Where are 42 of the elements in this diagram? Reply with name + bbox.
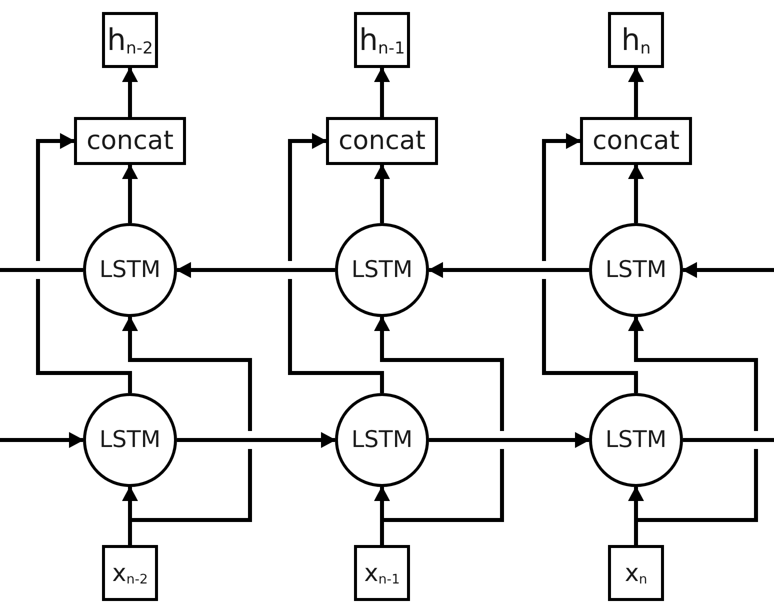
concat-box [74, 117, 186, 165]
arrow [122, 67, 138, 117]
arrow [0, 432, 84, 448]
input-box [102, 545, 158, 601]
node-label: concat [338, 126, 426, 156]
node-label: LSTM [605, 427, 667, 453]
arrow [374, 67, 390, 117]
node-label: LSTM [99, 427, 161, 453]
node-label: concat [592, 126, 680, 156]
node-label: LSTM [605, 257, 667, 283]
node-label: x$_{n-2}$ [112, 558, 148, 588]
arrow [429, 432, 590, 448]
arrow [288, 133, 384, 393]
arrow [428, 262, 589, 278]
node-label: x$_{n}$ [624, 558, 648, 588]
output-box [354, 12, 410, 68]
arrow [176, 262, 335, 278]
node-label: h$_{n-1}$ [359, 22, 405, 58]
output-box [102, 12, 158, 68]
node-label: h$_{n-2}$ [107, 22, 153, 58]
arrow [374, 164, 390, 223]
node-label: concat [86, 126, 174, 156]
input-box [608, 545, 664, 601]
node-label: LSTM [351, 257, 413, 283]
arrow [628, 316, 758, 545]
arrow [177, 432, 336, 448]
arrow [122, 316, 252, 545]
arrow [36, 133, 132, 393]
node-label: x$_{n-1}$ [364, 558, 400, 588]
arrow [682, 262, 774, 278]
arrow [122, 164, 138, 223]
arrow [374, 316, 504, 545]
concat-box [326, 117, 438, 165]
input-box [354, 545, 410, 601]
node-label: LSTM [99, 257, 161, 283]
concat-box [580, 117, 692, 165]
node-label: LSTM [351, 427, 413, 453]
arrow [628, 164, 644, 223]
arrow [542, 133, 638, 393]
output-box [608, 12, 664, 68]
node-label: h$_{n}$ [621, 22, 651, 58]
arrow [628, 67, 644, 117]
